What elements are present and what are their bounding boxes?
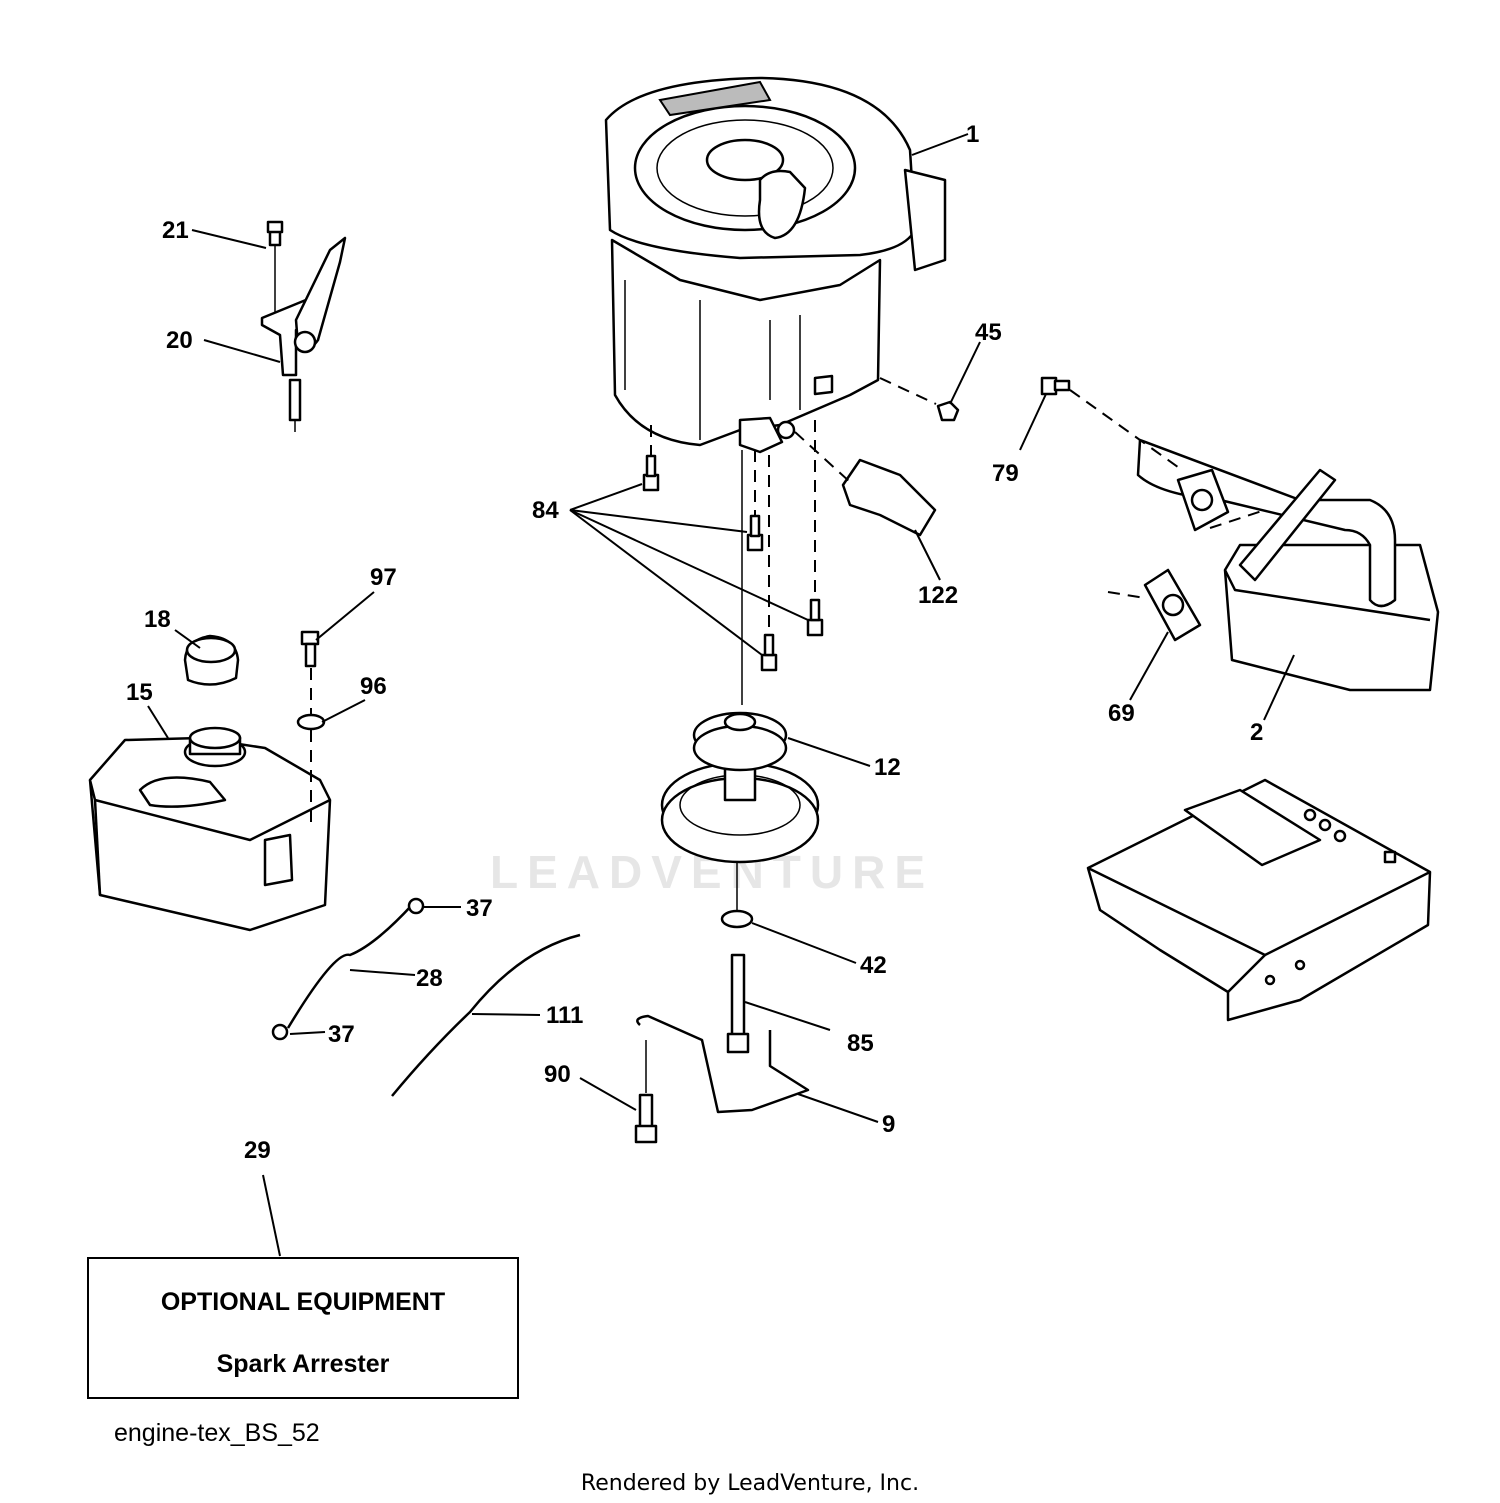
rendered-by-footer: Rendered by LeadVenture, Inc. (581, 1471, 919, 1496)
callout-90: 90 (544, 1061, 571, 1088)
leader-lines (147, 133, 1295, 1257)
callout-85: 85 (847, 1030, 874, 1057)
callout-79: 79 (992, 460, 1019, 487)
callout-45: 45 (975, 319, 1002, 346)
callout-96: 96 (360, 673, 387, 700)
callout-18: 18 (144, 606, 171, 633)
callout-37-lower: 37 (328, 1021, 355, 1048)
bolt-85 (726, 953, 750, 1054)
callout-20: 20 (166, 327, 193, 354)
throttle-control (260, 220, 347, 432)
part-122 (841, 458, 937, 537)
callout-42: 42 (860, 952, 887, 979)
diagram-id: engine-tex_BS_52 (114, 1419, 320, 1447)
callout-111: 111 (546, 1002, 583, 1029)
engine-assembly (604, 76, 947, 454)
bracket-9 (636, 1014, 810, 1114)
callout-69: 69 (1108, 700, 1135, 727)
fuel-line-28 (271, 897, 425, 1041)
callout-1: 1 (966, 121, 979, 148)
callout-97: 97 (370, 564, 397, 591)
gasket-exhaust (1176, 468, 1230, 532)
pulley-12 (660, 711, 820, 864)
gasket-69 (1143, 568, 1202, 642)
callout-2: 2 (1250, 719, 1263, 746)
washer-96 (296, 713, 326, 731)
bolt-90 (634, 1093, 658, 1144)
callout-37-upper: 37 (466, 895, 493, 922)
callout-12: 12 (874, 754, 901, 781)
washer-42 (720, 909, 754, 929)
bolts-84 (642, 454, 824, 672)
engine-mount-frame (1086, 778, 1432, 1022)
callout-122: 122 (918, 582, 958, 609)
fuel-tank (88, 726, 332, 932)
fuel-line-111 (391, 933, 581, 1097)
callout-84: 84 (532, 497, 559, 524)
spark-arrester-label: Spark Arrester (217, 1350, 390, 1378)
callout-9: 9 (882, 1111, 895, 1138)
nut-45 (936, 400, 960, 422)
callout-15: 15 (126, 679, 153, 706)
callout-28: 28 (416, 965, 443, 992)
optional-equipment-title: OPTIONAL EQUIPMENT (161, 1288, 445, 1316)
bolt-79 (1040, 376, 1071, 396)
optional-equipment-box (87, 1257, 519, 1399)
callout-29: 29 (244, 1137, 271, 1164)
bolt-97 (300, 630, 320, 668)
callout-21: 21 (162, 217, 189, 244)
